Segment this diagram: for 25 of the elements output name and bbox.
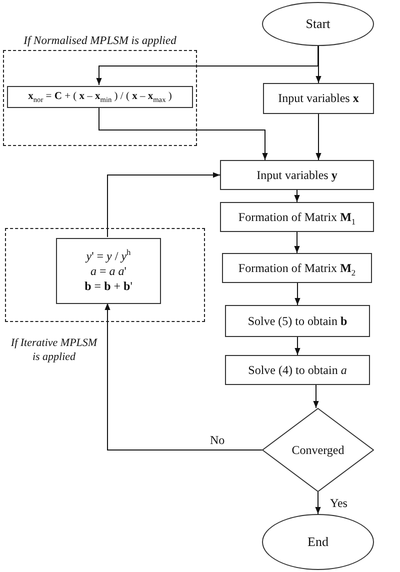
node-text: a = a a' xyxy=(90,264,126,278)
process-box xyxy=(7,86,193,108)
edge-label: Yes xyxy=(328,497,350,510)
node-text: x$_{nor}$ = C + ( x – x$_{min}$ ) / ( x – x$_{max}$ ) xyxy=(28,90,172,104)
node-text: Formation of Matrix M$_{1}$ xyxy=(238,210,356,224)
node-text: Start xyxy=(306,16,330,32)
group-caption: If Normalised MPLSM is applied xyxy=(22,34,178,48)
node-text: y' = y / y$^{h}$ xyxy=(86,248,131,264)
node-text: End xyxy=(308,534,328,550)
node-text: Formation of Matrix M$_{2}$ xyxy=(238,260,356,276)
node-text: Solve (5) to obtain b xyxy=(248,314,348,328)
node-text: b = b + b' xyxy=(84,278,132,294)
process-box xyxy=(220,202,374,232)
node-text: Converged xyxy=(292,442,344,458)
process-box xyxy=(225,355,370,385)
process-box xyxy=(220,160,374,190)
group-caption: If Iterative MPLSM is applied xyxy=(10,337,98,364)
process-box xyxy=(222,253,372,283)
node-text: Input variables y xyxy=(256,168,338,182)
process-box xyxy=(263,83,374,114)
process-box xyxy=(56,238,161,304)
edge-label: No xyxy=(208,434,227,448)
node-text: Solve (4) to obtain a xyxy=(248,362,347,378)
node-text: Input variables x xyxy=(278,91,359,106)
process-box xyxy=(225,305,370,337)
